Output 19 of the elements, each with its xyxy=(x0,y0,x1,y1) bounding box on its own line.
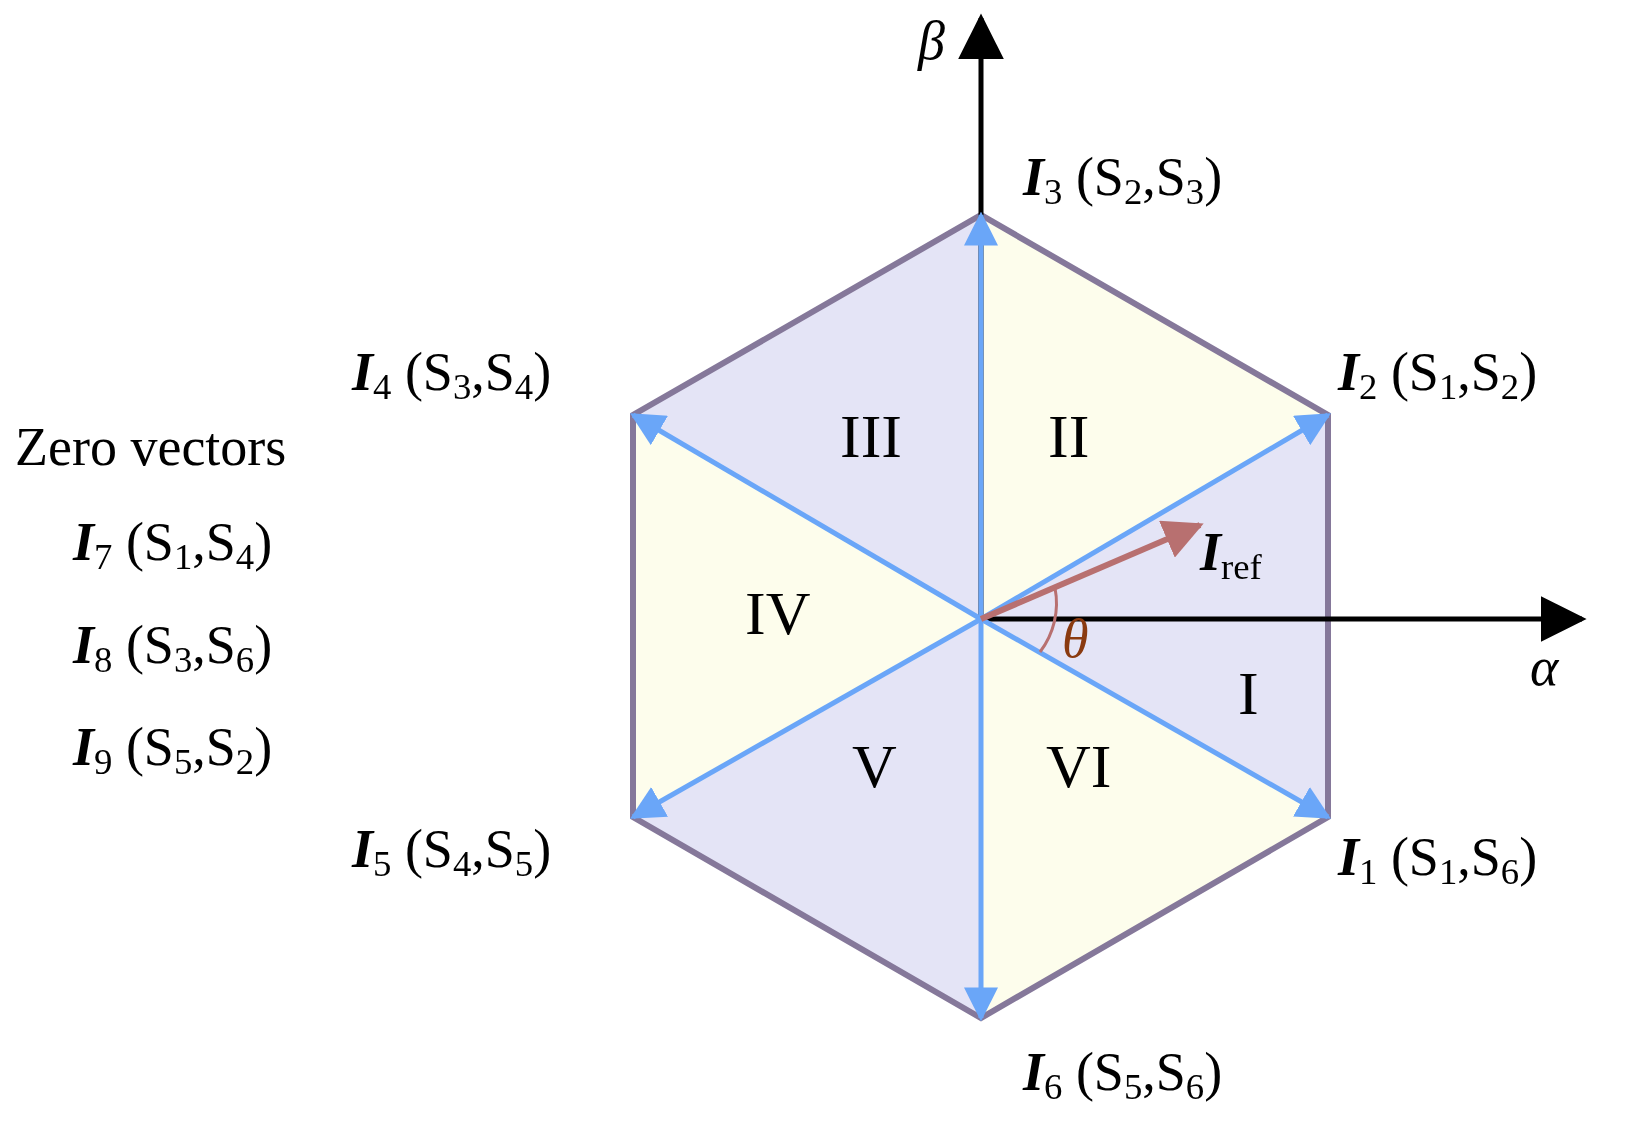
vector-label: I$_{2}$ (S$_{1}$,S$_{2}$) xyxy=(1338,345,1538,406)
vector-label: I$_{9}$ (S$_{5}$,S$_{2}$) xyxy=(73,720,273,781)
vector-label: I$_{8}$ (S$_{3}$,S$_{6}$) xyxy=(73,618,273,679)
sector-label: IV xyxy=(745,582,811,644)
sector-label: VI xyxy=(1046,735,1112,797)
vector-label: I$_{5}$ (S$_{4}$,S$_{5}$) xyxy=(352,822,552,883)
axis-label: α xyxy=(1530,640,1559,694)
vector-label: I$_{3}$ (S$_{2}$,S$_{3}$) xyxy=(1023,150,1223,211)
sector-label: V xyxy=(852,735,897,797)
vector-label: I$_{4}$ (S$_{3}$,S$_{4}$) xyxy=(352,345,552,406)
vector-label: I$_{7}$ (S$_{1}$,S$_{4}$) xyxy=(73,515,273,576)
angle-label: θ xyxy=(1062,612,1089,666)
vector-label: I$_{6}$ (S$_{5}$,S$_{6}$) xyxy=(1023,1045,1223,1106)
heading: Zero vectors xyxy=(15,420,287,474)
sector-label: I xyxy=(1238,662,1259,724)
sector-label: II xyxy=(1048,405,1090,467)
vector-label: I$_{1}$ (S$_{1}$,S$_{6}$) xyxy=(1338,830,1538,891)
sector-label: III xyxy=(840,405,902,467)
vector-label: I$_{ref}$ xyxy=(1200,525,1262,586)
